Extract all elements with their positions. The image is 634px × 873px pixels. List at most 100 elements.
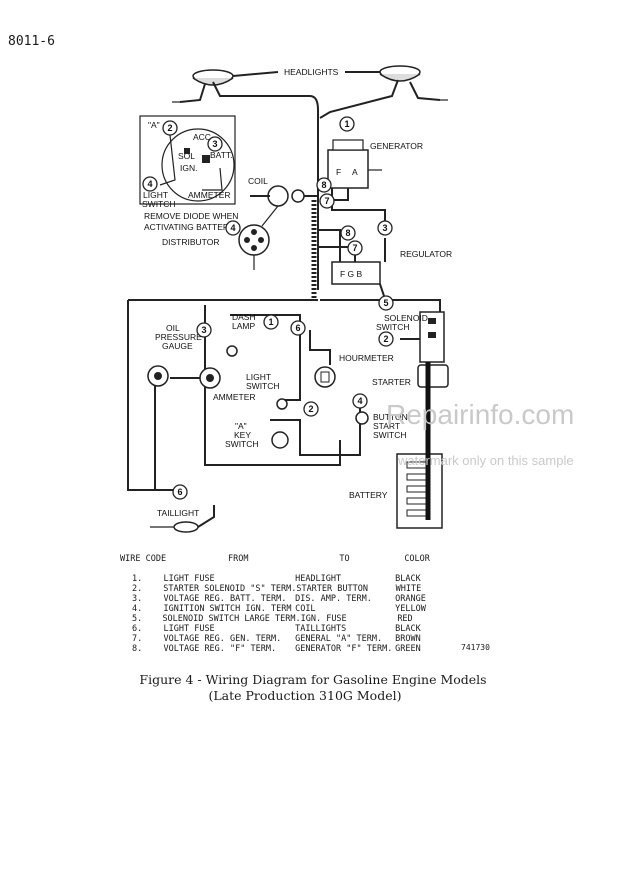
svg-text:6: 6	[177, 487, 182, 497]
ammeter	[199, 367, 221, 389]
svg-text:4: 4	[357, 396, 362, 406]
svg-text:3: 3	[382, 223, 387, 233]
cell-from: LIGHT FUSE	[163, 574, 215, 584]
dash-lamp	[226, 345, 238, 357]
coil	[250, 185, 318, 207]
wiring-diagram: HEADLIGHTS "A" ACC. SOL BATT. IGN. LIGHT…	[127, 65, 574, 533]
oil-label-3: GAUGE	[162, 341, 193, 351]
cell-from: LIGHT FUSE	[163, 624, 215, 634]
header-to: TO	[339, 554, 350, 564]
page-number: 8011-6	[8, 34, 55, 49]
starter-label: STARTER	[372, 377, 411, 387]
taillight	[150, 505, 215, 533]
solenoid-label-1: SOLENOID	[384, 313, 428, 323]
header-color: COLOR	[404, 554, 430, 564]
cell-from: STARTER SOLENOID "S" TERM.	[163, 584, 297, 594]
regulator: F G B	[331, 261, 381, 285]
cell-to: COIL	[295, 604, 316, 614]
cell-code: 8.	[132, 644, 143, 654]
cell-from: SOLENOID SWITCH LARGE TERM.	[162, 614, 301, 624]
callout-2-button: 2	[303, 401, 319, 417]
cell-code: 1.	[132, 574, 143, 584]
svg-text:8: 8	[321, 180, 326, 190]
svg-text:4: 4	[147, 179, 152, 189]
cell-color: RED	[397, 614, 413, 624]
ammeter-label: AMMETER	[213, 392, 256, 402]
remove-diode-line2: ACTIVATING BATTERY	[144, 222, 235, 232]
generator-f-label: F	[336, 167, 341, 177]
ignition-switch-inset: "A" ACC. SOL BATT. IGN. LIGHT SWITCH AMM…	[139, 115, 236, 209]
oil-label-2: PRESSURE	[155, 332, 202, 342]
key-switch-label-1: "A"	[235, 421, 247, 431]
cell-to: HEADLIGHT	[295, 574, 342, 584]
hourmeter-label: HOURMETER	[339, 353, 394, 363]
callout-4-hourmeter: 4	[352, 393, 368, 409]
inset-ammeter-label: AMMETER	[188, 190, 231, 200]
cell-to: STARTER BUTTON	[296, 584, 368, 594]
light-switch-label-1: LIGHT	[246, 372, 271, 382]
callout-4-inset: 4	[142, 176, 158, 192]
callout-7-generator: 7	[319, 193, 335, 209]
cell-color: GREEN	[395, 644, 421, 654]
svg-text:4: 4	[230, 223, 235, 233]
callout-1-headlight: 1	[339, 116, 355, 132]
watermark-main: Repairinfo.com	[386, 399, 574, 430]
table-row: 2. STARTER SOLENOID "S" TERM.STARTER BUTT…	[120, 584, 460, 594]
solenoid-label-2: SWITCH	[376, 322, 410, 332]
svg-text:1: 1	[344, 119, 349, 129]
svg-text:6: 6	[295, 323, 300, 333]
headlights-label: HEADLIGHTS	[284, 67, 339, 77]
callout-1-dash: 1	[263, 314, 279, 330]
cell-from: VOLTAGE REG. GEN. TERM.	[163, 634, 282, 644]
figure-caption-line1: Figure 4 - Wiring Diagram for Gasoline E…	[139, 672, 487, 687]
battery-label: BATTERY	[349, 490, 388, 500]
distributor	[238, 205, 279, 270]
cell-color: BLACK	[395, 574, 421, 584]
table-row: 3.VOLTAGE REG. BATT. TERM.DIS. AMP. TERM…	[120, 594, 460, 604]
table-header: WIRE CODE FROM TO COLOR	[120, 554, 460, 564]
cell-code: 7.	[132, 634, 143, 644]
inset-sol-label: SOL	[178, 151, 195, 161]
inset-acc-label: ACC.	[193, 132, 213, 142]
callout-8-generator: 8	[316, 177, 332, 193]
cell-from: VOLTAGE REG. BATT. TERM.	[163, 594, 287, 604]
callout-7-regulator: 7	[347, 240, 363, 256]
table-row: 1. LIGHT FUSE HEADLIGHT BLACK	[120, 574, 460, 584]
table-row: 7. VOLTAGE REG. GEN. TERM. GENERAL "A" TER…	[120, 634, 460, 644]
battery	[396, 453, 443, 529]
wire-code-table: WIRE CODE FROM TO COLOR 1. LIGHT FUSE HEAD…	[120, 554, 460, 654]
callout-8-regulator: 8	[340, 225, 356, 241]
inset-ign-label: IGN.	[180, 163, 197, 173]
distributor-label: DISTRIBUTOR	[162, 237, 219, 247]
oil-label-1: OIL	[166, 323, 180, 333]
callout-2-solenoid: 2	[378, 331, 394, 347]
light-switch-label-2: SWITCH	[246, 381, 280, 391]
button-start-switch	[355, 411, 369, 425]
dash-lamp-label-1: DASH	[232, 312, 256, 322]
cell-color: BLACK	[395, 624, 421, 634]
cell-color: BROWN	[395, 634, 421, 644]
svg-text:3: 3	[212, 139, 217, 149]
svg-text:5: 5	[383, 298, 388, 308]
cell-to: GENERAL "A" TERM.	[295, 634, 383, 644]
inset-light-switch-label-2: SWITCH	[142, 199, 176, 209]
right-headlight	[379, 65, 421, 82]
svg-text:2: 2	[167, 123, 172, 133]
regulator-terminals-label: F G B	[340, 269, 363, 279]
svg-text:1: 1	[268, 317, 273, 327]
header-from: FROM	[228, 554, 249, 564]
callout-3-inset: 3	[207, 136, 223, 152]
hourmeter	[314, 366, 336, 388]
cell-code: 2.	[132, 584, 143, 594]
cell-to: IGN. FUSE	[300, 614, 347, 624]
inset-light-switch-label-1: LIGHT	[143, 190, 168, 200]
callout-5-solenoid: 5	[378, 295, 394, 311]
solenoid-switch	[419, 311, 445, 363]
generator-label: GENERATOR	[370, 141, 423, 151]
cell-code: 5.	[132, 614, 143, 624]
figure-reference-number: 741730	[461, 643, 490, 652]
oil-pressure-gauge	[147, 365, 169, 387]
